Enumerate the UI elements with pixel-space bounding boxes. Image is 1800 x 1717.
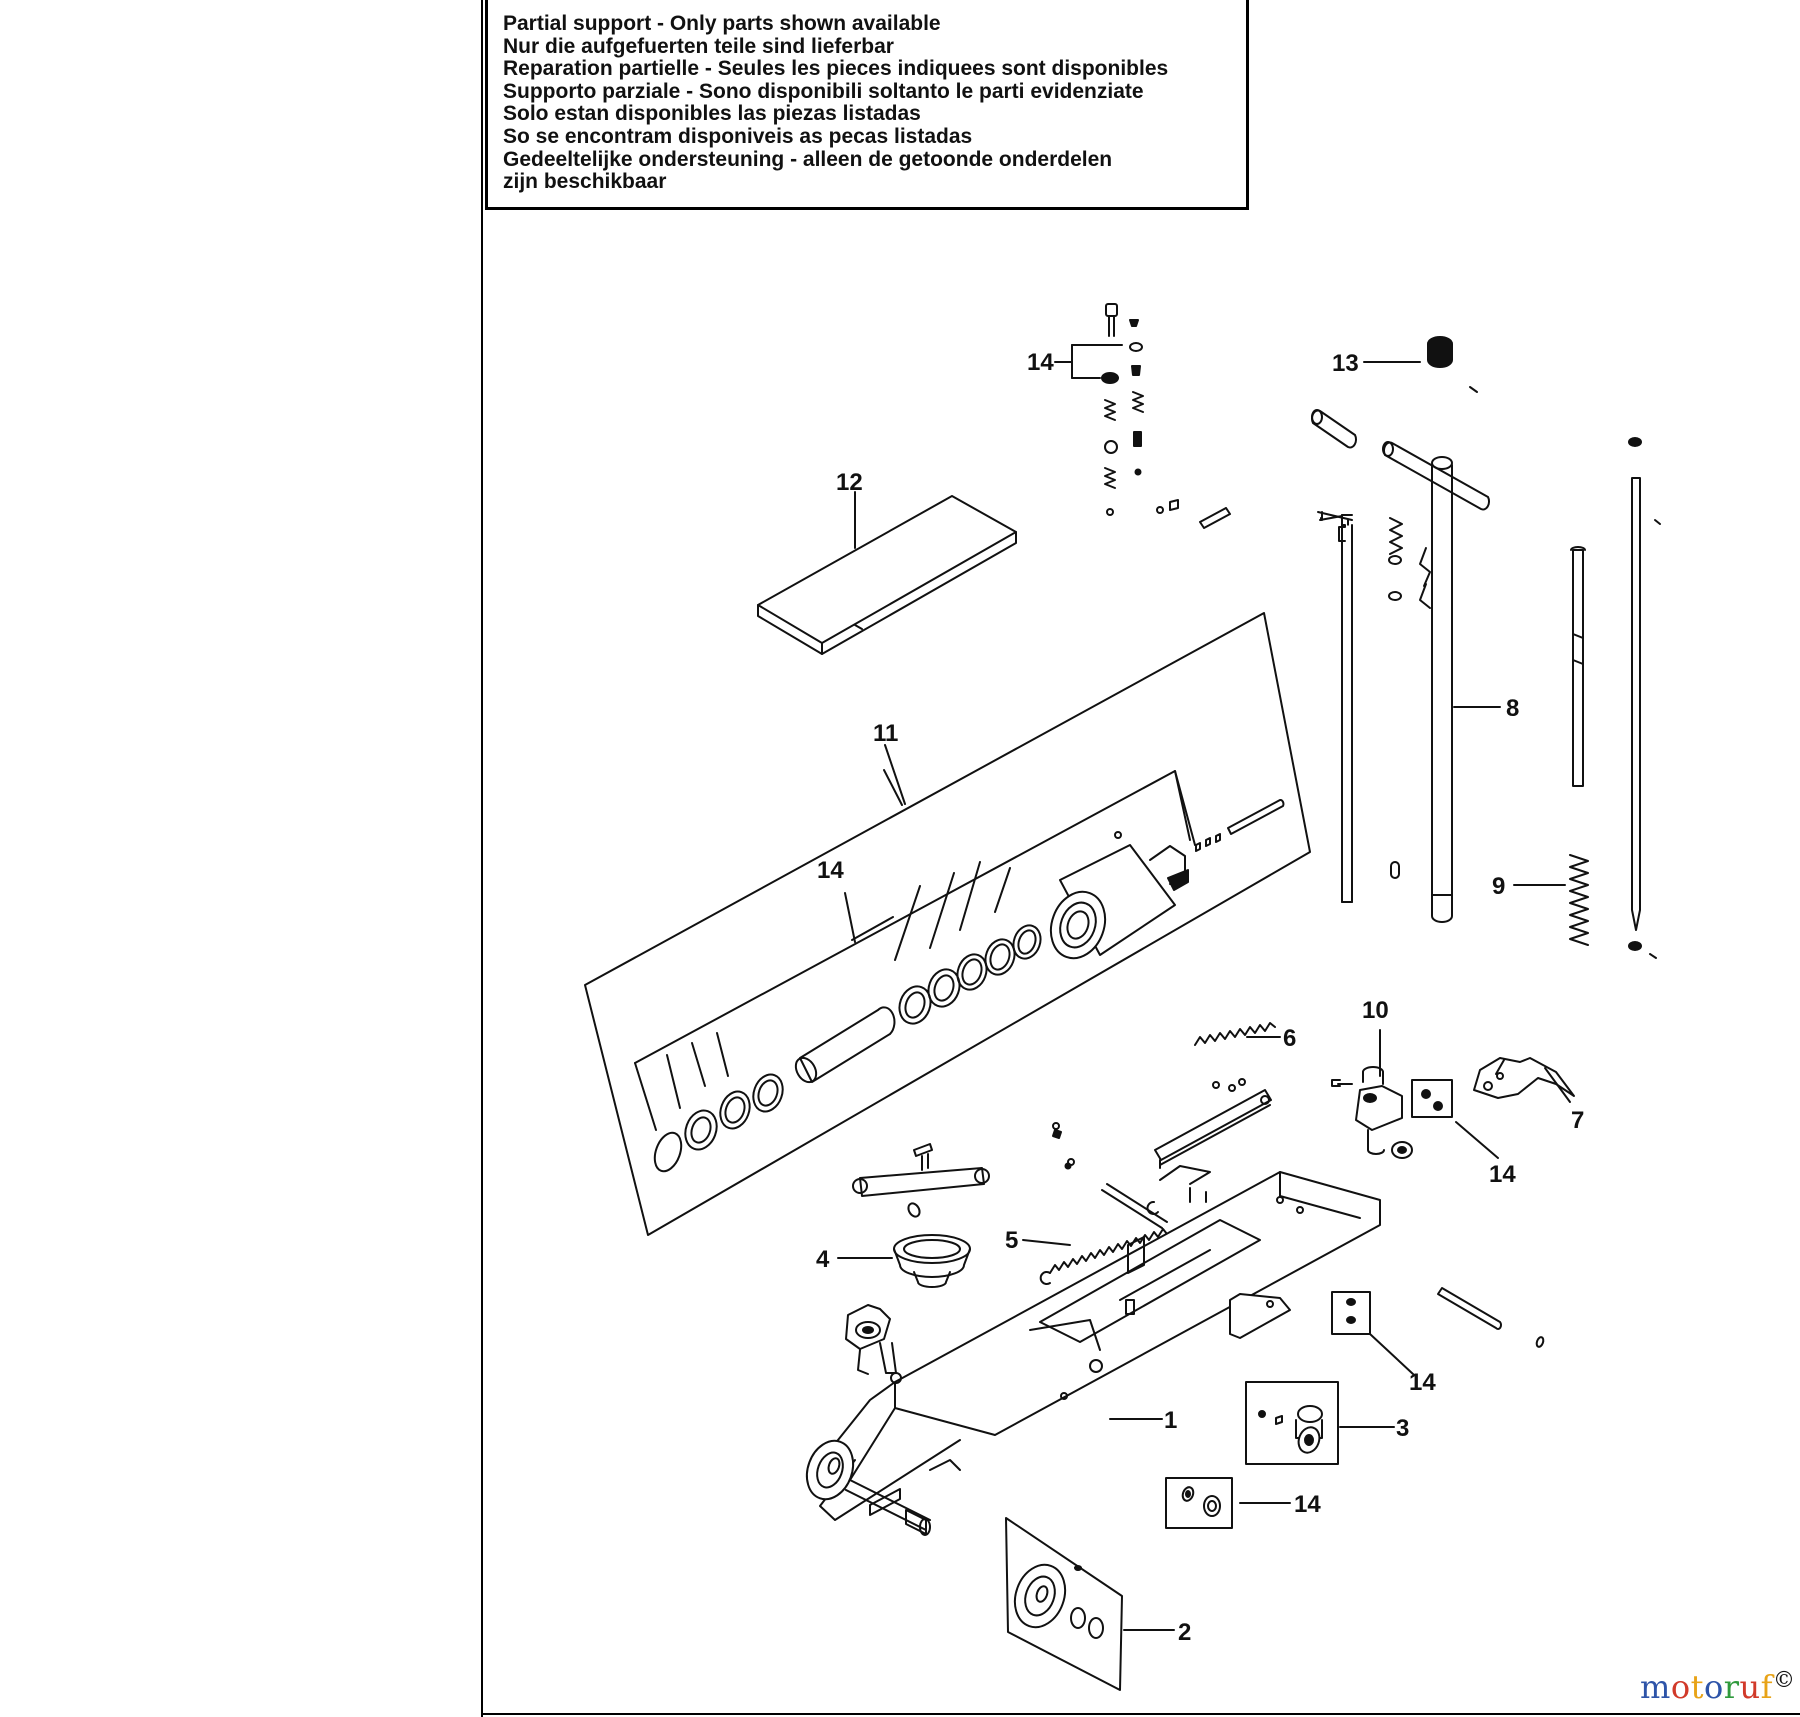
part-10-release-valve [1331,1029,1499,1159]
part-6-spring [1194,1022,1281,1046]
notice-line: Reparation partielle - Seules les pieces… [503,57,1169,81]
copyright-symbol: © [1772,1668,1796,1693]
callout-14-seals: 14 [817,857,844,884]
callout-1: 1 [1164,1407,1177,1434]
notice-line: So se encontram disponiveis as pecas lis… [503,124,973,148]
watermark-letter: r [1723,1668,1740,1706]
notice-line: zijn beschikbaar [503,170,667,194]
watermark-letter: t [1690,1668,1704,1706]
callout-12: 12 [836,469,863,496]
watermark-letter: o [1703,1668,1724,1706]
part-4-saddle [837,1234,971,1288]
callout-14-caster: 14 [1294,1491,1321,1518]
part-14-hardware-box-b [1165,1477,1291,1529]
part-7-pedal [1473,1057,1575,1103]
part-11-pump-unit [584,612,1311,1236]
callout-8: 8 [1506,695,1519,722]
watermark-letter: f [1760,1668,1773,1706]
part-5-return-spring [1022,1201,1168,1285]
frame-bottom-border [481,1713,1800,1715]
callout-2: 2 [1178,1619,1191,1646]
part-12-cover-plate [757,495,1017,655]
callout-10: 10 [1362,997,1389,1024]
loose-pin [1437,1287,1545,1348]
part-13-knob [1363,336,1478,393]
callout-14-release: 14 [1489,1161,1516,1188]
callout-6: 6 [1283,1025,1296,1052]
part-14-hardware-box-a [1331,1291,1414,1375]
part-1-main-frame [805,1165,1381,1536]
notice-line: Gedeeltelijke ondersteuning - alleen de … [503,147,1113,171]
part-14-valve-set [1054,303,1231,529]
callout-11: 11 [873,720,898,747]
notice-line: Solo estan disponibles las piezas listad… [503,102,921,126]
notice-line: Partial support - Only parts shown avail… [503,12,941,35]
availability-notice: Partial support - Only parts shown avail… [485,0,1249,210]
callout-3: 3 [1396,1415,1409,1442]
part-9-spring-rods [1513,437,1661,959]
callout-7: 7 [1571,1107,1584,1134]
callout-14-valve: 14 [1027,349,1054,376]
watermark-letter: m [1640,1668,1671,1706]
callout-9: 9 [1492,873,1505,900]
callout-14-frame: 14 [1409,1369,1436,1396]
watermark-logo: motoruf© [1640,1668,1795,1706]
part-8-handle [1310,409,1501,923]
leader-lines [844,491,906,943]
callout-13: 13 [1332,350,1359,377]
callout-5: 5 [1005,1227,1018,1254]
watermark-letter: u [1739,1668,1761,1706]
watermark-letter: o [1670,1668,1691,1706]
frame-left-border [481,0,483,1717]
notice-line: Nur die aufgefuerten teile sind lieferba… [503,34,894,58]
notice-line: Supporto parziale - Sono disponibili sol… [503,79,1144,103]
callout-4: 4 [816,1246,830,1273]
linkage-arms [852,1078,1272,1229]
part-3-caster-box [1245,1381,1395,1465]
part-2-rear-wheel [1005,1517,1175,1691]
